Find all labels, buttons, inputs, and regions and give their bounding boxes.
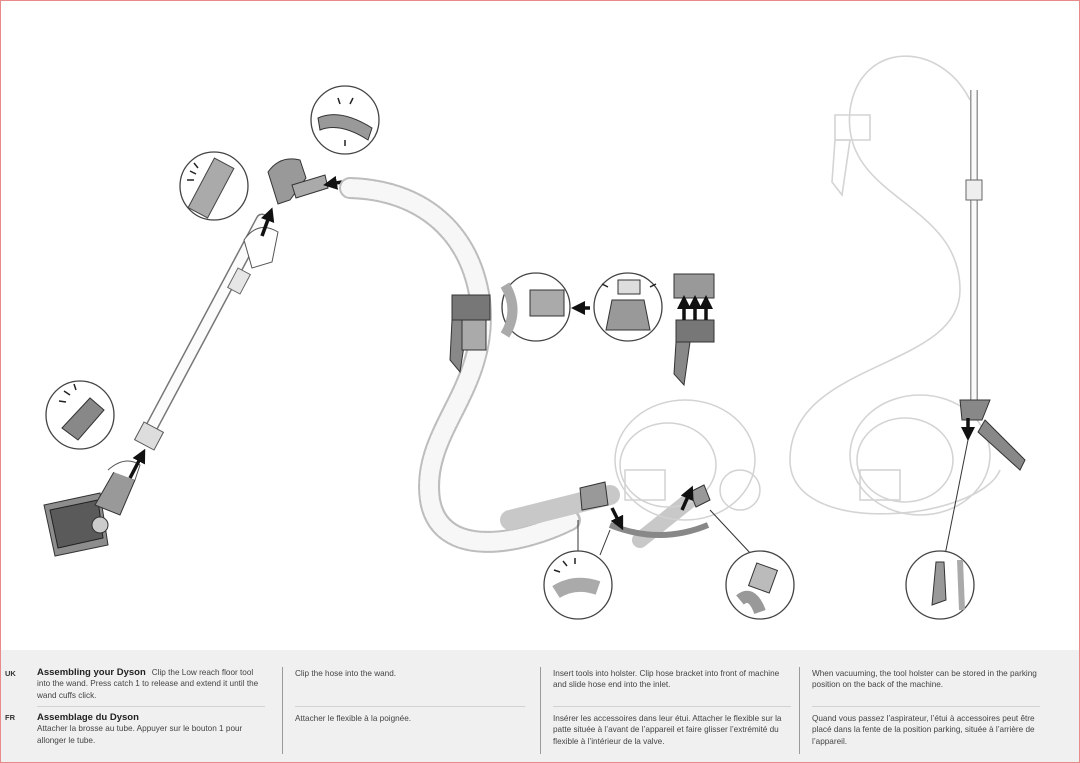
uk-step-2: Clip the hose into the wand. xyxy=(295,669,397,678)
uk-step-3: Insert tools into holster. Clip hose bra… xyxy=(553,669,780,690)
detail-circle-bracket-clip xyxy=(543,550,613,620)
floor-tool-illustration xyxy=(43,460,141,557)
fr-step-3: Insérer les accessoires dans leur étui. … xyxy=(553,714,782,746)
lang-code-uk: UK xyxy=(5,669,16,678)
arrow-left-icon xyxy=(323,175,343,190)
row-divider xyxy=(37,706,265,707)
uk-heading: Assembling your Dyson xyxy=(37,667,146,678)
column-divider xyxy=(282,667,283,754)
parked-wand-illustration xyxy=(959,90,1026,471)
arrow-up-icon xyxy=(128,448,146,479)
row-divider xyxy=(553,706,791,707)
detail-circle-parking xyxy=(905,550,975,620)
column-divider xyxy=(540,667,541,754)
detail-circle-holster-clip xyxy=(500,272,571,342)
fr-step-4: Quand vous passez l’aspirateur, l’étui à… xyxy=(812,714,1035,746)
assembly-illustration xyxy=(43,55,1026,620)
click-burst-icon xyxy=(553,558,576,573)
machine-illustration-parked xyxy=(789,55,1001,516)
detail-circle-hose-inlet xyxy=(725,550,795,620)
uk-step-4: When vacuuming, the tool holster can be … xyxy=(812,669,1037,690)
arrow-up-icon xyxy=(680,485,694,511)
holster-tools-illustration xyxy=(673,273,715,387)
fr-step-2: Attacher le flexible à la poignée. xyxy=(295,714,412,723)
lang-code-fr: FR xyxy=(5,713,15,722)
arrow-up-icon xyxy=(260,207,275,237)
row-divider xyxy=(812,706,1040,707)
click-burst-icon xyxy=(187,162,199,181)
arrow-down-icon xyxy=(610,507,624,531)
click-burst-icon xyxy=(601,283,657,288)
click-burst-icon xyxy=(58,383,77,403)
uk-step-1-text: Clip the Low reach floor tool into the w… xyxy=(37,668,259,700)
detail-circle-wand-catch xyxy=(179,151,249,221)
fr-heading: Assemblage du Dyson xyxy=(37,712,139,723)
handle-illustration xyxy=(243,158,329,269)
fr-step-1-text: Attacher la brosse au tube. Appuyer sur … xyxy=(37,724,243,745)
detail-circle-tool-insert xyxy=(593,272,663,342)
click-burst-icon xyxy=(337,97,354,146)
wand-illustration xyxy=(133,213,269,451)
hose-illustration xyxy=(339,177,698,553)
column-divider xyxy=(799,667,800,754)
machine-illustration-front xyxy=(614,399,761,521)
row-divider xyxy=(295,706,525,707)
detail-circle-handle-catch xyxy=(310,85,380,155)
holster-illustration xyxy=(449,294,491,374)
detail-circle-floor-tool-click xyxy=(45,380,115,450)
